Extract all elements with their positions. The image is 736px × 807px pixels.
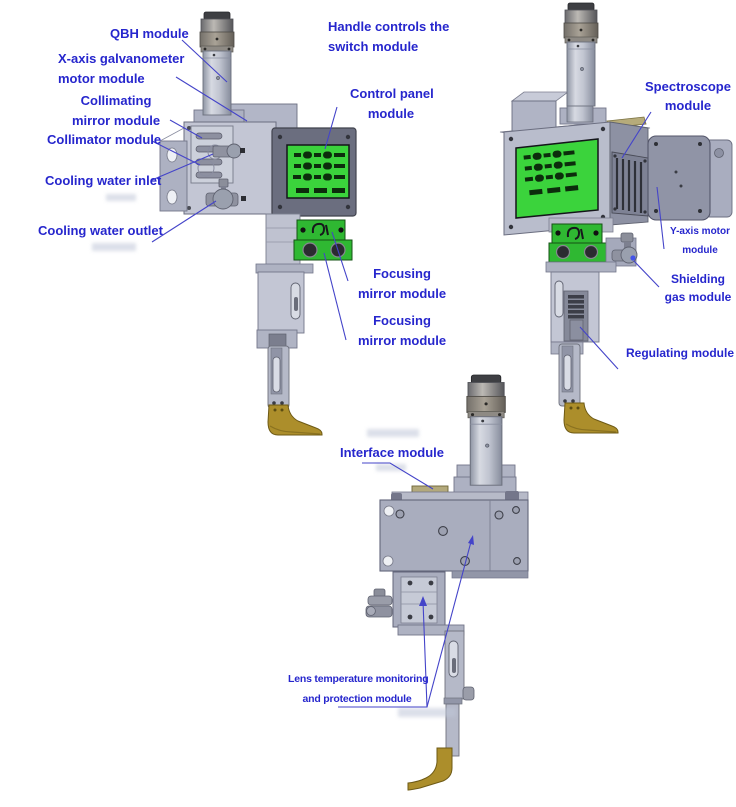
leader-focusing-1 <box>331 231 349 282</box>
label-text: X-axis galvanometer <box>58 51 185 66</box>
focusing-modules <box>548 223 608 263</box>
label-text: Interface module <box>340 445 445 460</box>
label-text: Focusing <box>373 266 431 281</box>
label-collimating-mirror-module: Collimating mirror module <box>70 91 162 131</box>
gold-nozzle-foot <box>563 402 619 434</box>
leader-yaxis-motor <box>656 186 665 250</box>
main-body <box>379 499 529 579</box>
label-focusing-mirror-module-1: Focusing mirror module <box>356 264 448 304</box>
qbh-connector <box>466 374 506 486</box>
label-control-panel-module: Control panel module <box>350 84 434 124</box>
label-regulating-module: Regulating module <box>626 344 734 362</box>
label-yaxis-motor-module: Y-axis motor module <box>668 222 732 260</box>
label-text: Lens temperature monitoring <box>288 673 429 685</box>
cooling-inlet-valve <box>212 143 245 159</box>
label-text: gas module <box>664 290 732 304</box>
label-text: mirror module <box>357 333 447 348</box>
label-text: Spectroscope <box>645 79 731 94</box>
label-text: module <box>664 98 712 113</box>
leader-lens-temp-2 <box>426 537 473 708</box>
gold-nozzle-foot <box>407 747 453 791</box>
regulating-spring <box>563 290 589 342</box>
leader-focusing-2 <box>323 252 347 341</box>
shielding-gas-valve <box>605 232 638 267</box>
front-view-machine <box>159 11 357 436</box>
label-text: Focusing <box>373 313 431 328</box>
label-text: and protection module <box>302 693 412 705</box>
blur-artifacts <box>92 194 456 717</box>
focusing-modules <box>293 219 353 261</box>
label-text: module <box>367 106 415 121</box>
arrowhead-diagonal-icon <box>468 535 474 545</box>
y-axis-motor-box <box>647 135 733 221</box>
qbh-connector <box>199 11 235 116</box>
side-view-machine <box>499 2 733 434</box>
leader-interface <box>362 462 434 490</box>
lower-arm <box>443 630 475 757</box>
leader-regulating <box>579 326 619 370</box>
label-text: module <box>682 245 718 256</box>
leader-spectroscope <box>621 111 652 159</box>
label-text: mirror module <box>71 113 161 128</box>
lens-protection-block <box>392 571 446 628</box>
label-text: Cooling water inlet <box>45 173 162 188</box>
label-text: Handle controls the <box>328 19 450 34</box>
leader-xaxis <box>175 76 248 122</box>
spectroscope-grille <box>611 151 649 217</box>
label-text: Shielding <box>671 272 725 286</box>
label-text: Collimating <box>80 93 152 108</box>
lower-arm <box>267 345 290 409</box>
leader-control-panel <box>324 106 338 150</box>
label-text: motor module <box>58 71 145 86</box>
leader-cooling-inlet <box>151 153 214 181</box>
label-text: Collimator module <box>47 132 162 147</box>
label-cooling-water-inlet: Cooling water inlet <box>45 171 161 191</box>
label-text: Regulating module <box>626 346 734 360</box>
label-cooling-water-outlet: Cooling water outlet <box>38 221 163 241</box>
leader-qbh <box>181 39 228 83</box>
arrowhead-up-icon <box>419 596 427 606</box>
label-qbh-module: QBH module <box>110 24 189 44</box>
label-text: QBH module <box>110 26 189 41</box>
leader-shielding-gas <box>633 260 660 288</box>
side-valve <box>365 588 393 618</box>
label-xaxis-galvanometer-motor-module: X-axis galvanometer motor module <box>58 49 184 89</box>
handle-switch-block <box>511 100 557 132</box>
gold-nozzle-foot <box>267 404 323 436</box>
label-text: Cooling water outlet <box>38 223 163 238</box>
leader-lines <box>151 39 665 708</box>
back-view-machine <box>365 374 529 791</box>
leader-cooling-outlet <box>151 200 217 243</box>
lower-arm <box>558 343 581 407</box>
label-spectroscope-module: Spectroscope module <box>643 77 733 115</box>
leader-collimating <box>169 119 203 139</box>
leader-collimator <box>151 140 201 166</box>
label-shielding-gas-module: Shielding gas module <box>662 270 734 306</box>
control-panel <box>271 127 357 217</box>
label-handle-switch-module: Handle controls the switch module <box>328 17 449 57</box>
label-collimator-module: Collimator module <box>47 130 161 150</box>
label-lens-temp-module: Lens temperature monitoring and protecti… <box>288 669 429 709</box>
label-interface-module: Interface module <box>340 443 444 463</box>
label-text: switch module <box>328 39 419 54</box>
qbh-connector <box>563 2 599 107</box>
label-text: Control panel <box>350 86 434 101</box>
label-focusing-mirror-module-2: Focusing mirror module <box>356 311 448 351</box>
label-text: Y-axis motor <box>669 226 731 237</box>
label-text: mirror module <box>357 286 447 301</box>
